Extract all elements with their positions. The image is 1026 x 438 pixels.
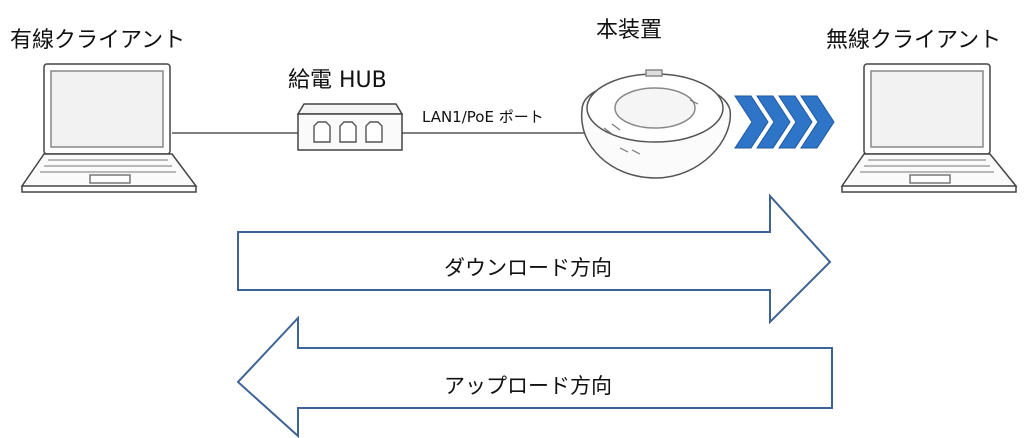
upload-arrow	[236, 315, 833, 438]
download-direction-label: ダウンロード方向	[444, 256, 612, 280]
poe-hub-label: 給電 HUB	[288, 68, 387, 93]
wired-laptop-icon	[20, 63, 198, 193]
wired-client-label: 有線クライアント	[10, 28, 186, 53]
wireless-laptop-icon	[840, 63, 1018, 193]
device-label: 本装置	[596, 18, 663, 43]
port-label: LAN1/PoE ポート	[422, 108, 544, 126]
wireless-client-label: 無線クライアント	[826, 28, 1002, 53]
download-arrow	[237, 193, 832, 325]
wireless-signal-icon	[734, 95, 835, 149]
access-point-icon	[580, 69, 731, 179]
poe-hub-icon	[296, 103, 404, 151]
upload-direction-label: アップロード方向	[444, 374, 612, 398]
